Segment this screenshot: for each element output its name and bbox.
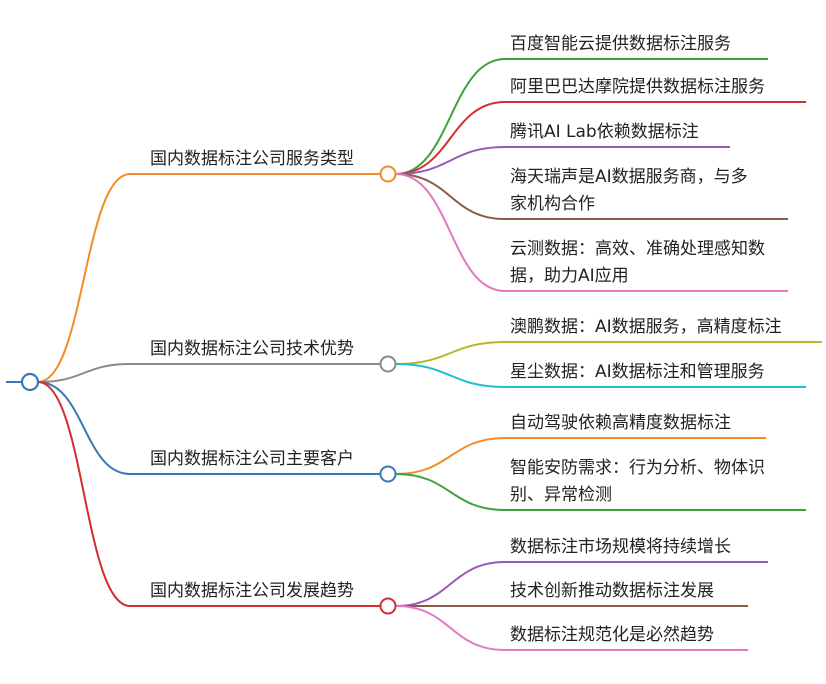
branch-label: 国内数据标注公司主要客户: [150, 449, 354, 469]
branch-to-leaf-connector: [395, 363, 506, 388]
branch-to-leaf-connector: [395, 146, 506, 175]
leaf-label: 据，助力AI应用: [510, 266, 629, 286]
root-node-circle: [20, 372, 40, 392]
branch-to-leaf-connector: [395, 58, 506, 175]
branch-label: 国内数据标注公司服务类型: [150, 149, 354, 169]
branch-to-leaf-connector: [395, 173, 506, 220]
root-to-branch-connector: [37, 363, 131, 383]
branch-to-leaf-connector: [395, 341, 506, 365]
leaf-label: 阿里巴巴达摩院提供数据标注服务: [510, 77, 765, 97]
root-to-branch-connector: [37, 381, 131, 475]
leaf-label: 数据标注市场规模将持续增长: [510, 537, 731, 557]
leaf-label: 数据标注规范化是必然趋势: [510, 625, 714, 645]
leaf-label: 技术创新推动数据标注发展: [510, 581, 714, 601]
leaf-label: 百度智能云提供数据标注服务: [510, 34, 731, 54]
leaf-label: 海天瑞声是AI数据服务商，与多: [510, 167, 748, 187]
leaf-label: 星尘数据：AI数据标注和管理服务: [510, 362, 765, 382]
branch-to-leaf-connector: [395, 473, 506, 511]
branch-node-circle: [379, 355, 397, 373]
branch-label: 国内数据标注公司发展趋势: [150, 581, 354, 601]
leaf-label: 智能安防需求：行为分析、物体识: [510, 458, 765, 478]
branch-node-circle: [379, 465, 397, 483]
leaf-label: 澳鹏数据：AI数据服务，高精度标注: [510, 317, 782, 337]
branch-to-leaf-connector: [395, 605, 506, 651]
leaf-label: 家机构合作: [510, 194, 595, 214]
root-to-branch-connector: [37, 173, 131, 383]
branch-to-leaf-connector: [395, 437, 506, 475]
root-to-branch-connector: [37, 381, 131, 607]
branch-node-circle: [379, 165, 397, 183]
branch-to-leaf-connector: [395, 173, 506, 292]
branch-node-circle: [379, 597, 397, 615]
leaf-label: 别、异常检测: [510, 485, 612, 505]
branch-to-leaf-connector: [395, 561, 506, 607]
leaf-label: 自动驾驶依赖高精度数据标注: [510, 413, 731, 433]
leaf-label: 腾讯AI Lab依赖数据标注: [510, 122, 699, 142]
leaf-label: 云测数据：高效、准确处理感知数: [510, 239, 765, 259]
branch-to-leaf-connector: [395, 101, 506, 175]
branch-label: 国内数据标注公司技术优势: [150, 339, 354, 359]
